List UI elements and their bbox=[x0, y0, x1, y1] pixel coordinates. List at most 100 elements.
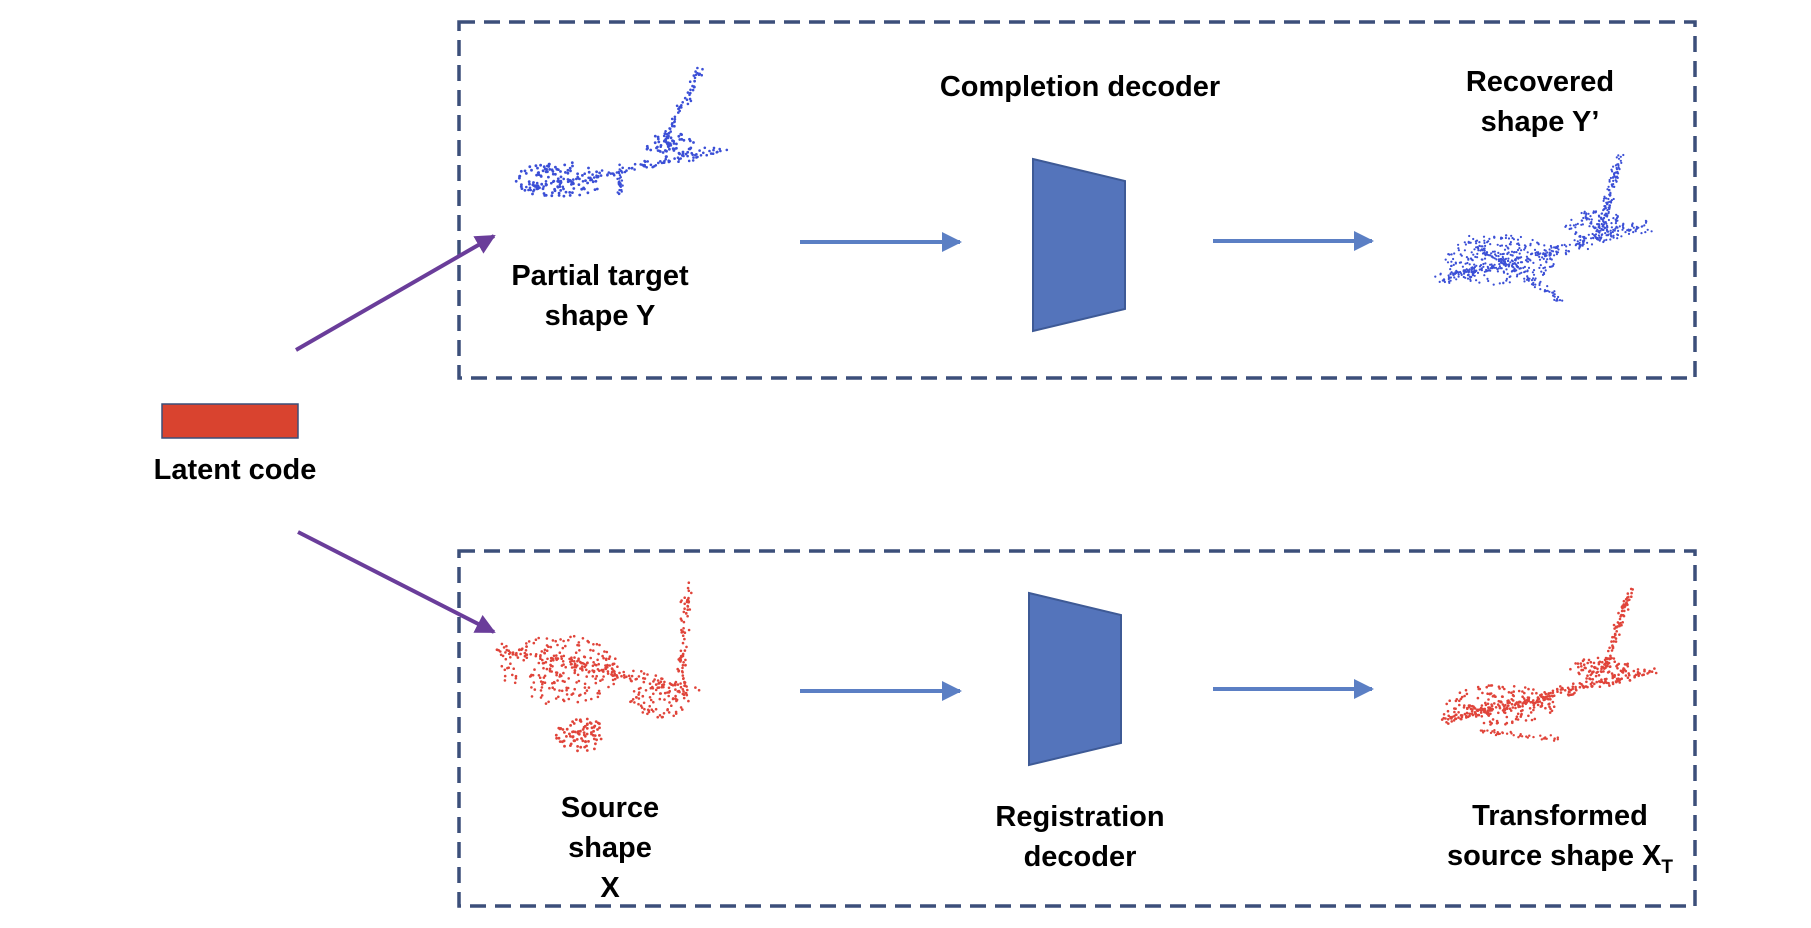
point bbox=[1608, 657, 1611, 661]
latent-to-registration-arrow bbox=[297, 530, 496, 634]
partial-target-label-line1: Partial target bbox=[511, 260, 689, 292]
point bbox=[533, 668, 536, 671]
point bbox=[1492, 283, 1495, 286]
point bbox=[587, 740, 590, 743]
point bbox=[654, 683, 658, 686]
point bbox=[1538, 700, 1542, 703]
point bbox=[607, 171, 611, 174]
point bbox=[1463, 241, 1466, 244]
point bbox=[1553, 295, 1556, 298]
point bbox=[1516, 265, 1520, 268]
point bbox=[1487, 684, 1491, 687]
point bbox=[557, 695, 560, 699]
point bbox=[554, 639, 557, 643]
point bbox=[1526, 269, 1529, 272]
point bbox=[1585, 677, 1588, 680]
point bbox=[1526, 260, 1529, 263]
point bbox=[1603, 226, 1606, 229]
point bbox=[653, 678, 656, 681]
point bbox=[594, 742, 597, 746]
point bbox=[1610, 656, 1613, 660]
point bbox=[630, 699, 633, 703]
point bbox=[1530, 692, 1534, 695]
point bbox=[1476, 271, 1480, 274]
point bbox=[1606, 657, 1609, 660]
point bbox=[579, 667, 582, 670]
point bbox=[1526, 257, 1529, 260]
point bbox=[1610, 640, 1613, 643]
point bbox=[1483, 274, 1486, 277]
point bbox=[1532, 273, 1536, 276]
point bbox=[1583, 666, 1587, 669]
completion-branch-box bbox=[457, 20, 1697, 380]
point bbox=[549, 659, 553, 662]
point bbox=[1605, 222, 1608, 225]
point bbox=[557, 191, 561, 195]
point bbox=[513, 681, 517, 685]
point bbox=[1495, 258, 1498, 261]
point bbox=[1604, 232, 1607, 235]
point bbox=[1547, 692, 1550, 696]
point bbox=[1511, 260, 1514, 263]
point bbox=[655, 146, 658, 150]
point bbox=[1603, 681, 1606, 684]
point bbox=[681, 692, 685, 696]
point bbox=[1626, 608, 1630, 611]
point bbox=[628, 677, 632, 680]
point bbox=[1529, 711, 1533, 714]
point bbox=[576, 673, 580, 677]
point bbox=[1568, 690, 1571, 694]
point bbox=[1483, 729, 1486, 733]
point bbox=[1466, 711, 1469, 715]
point bbox=[1533, 248, 1537, 251]
point bbox=[1557, 248, 1560, 251]
point bbox=[592, 643, 595, 646]
point bbox=[1600, 680, 1604, 683]
point bbox=[570, 666, 574, 669]
point bbox=[718, 147, 721, 151]
point bbox=[1523, 686, 1527, 689]
point bbox=[1544, 736, 1547, 739]
point bbox=[572, 178, 575, 181]
point bbox=[1584, 237, 1587, 240]
point bbox=[682, 610, 686, 614]
point bbox=[1505, 721, 1509, 725]
point bbox=[512, 667, 515, 670]
point bbox=[649, 698, 653, 702]
point bbox=[666, 708, 669, 712]
point bbox=[1500, 267, 1503, 270]
point bbox=[541, 681, 545, 684]
point bbox=[1603, 663, 1606, 666]
point bbox=[1618, 679, 1621, 682]
point bbox=[1489, 243, 1492, 246]
point bbox=[1468, 234, 1471, 238]
point bbox=[663, 132, 667, 136]
point bbox=[1544, 252, 1547, 255]
point bbox=[571, 191, 574, 195]
point bbox=[1571, 685, 1575, 688]
point bbox=[1526, 251, 1529, 254]
point bbox=[554, 165, 557, 169]
point bbox=[550, 168, 554, 172]
point bbox=[677, 151, 681, 155]
point bbox=[1580, 665, 1583, 668]
point bbox=[1620, 623, 1623, 627]
point bbox=[1476, 256, 1479, 259]
point bbox=[1608, 180, 1611, 183]
point bbox=[561, 646, 565, 650]
point bbox=[503, 674, 507, 678]
point bbox=[525, 642, 528, 645]
point bbox=[1447, 722, 1450, 725]
point bbox=[1525, 255, 1528, 258]
point bbox=[1465, 270, 1468, 273]
point bbox=[1621, 224, 1624, 227]
point bbox=[1514, 706, 1517, 710]
point bbox=[689, 88, 692, 92]
point bbox=[1434, 275, 1437, 278]
point bbox=[1603, 239, 1606, 242]
point bbox=[569, 744, 572, 747]
point bbox=[1470, 712, 1474, 716]
point bbox=[1473, 269, 1476, 272]
point bbox=[1546, 251, 1549, 254]
